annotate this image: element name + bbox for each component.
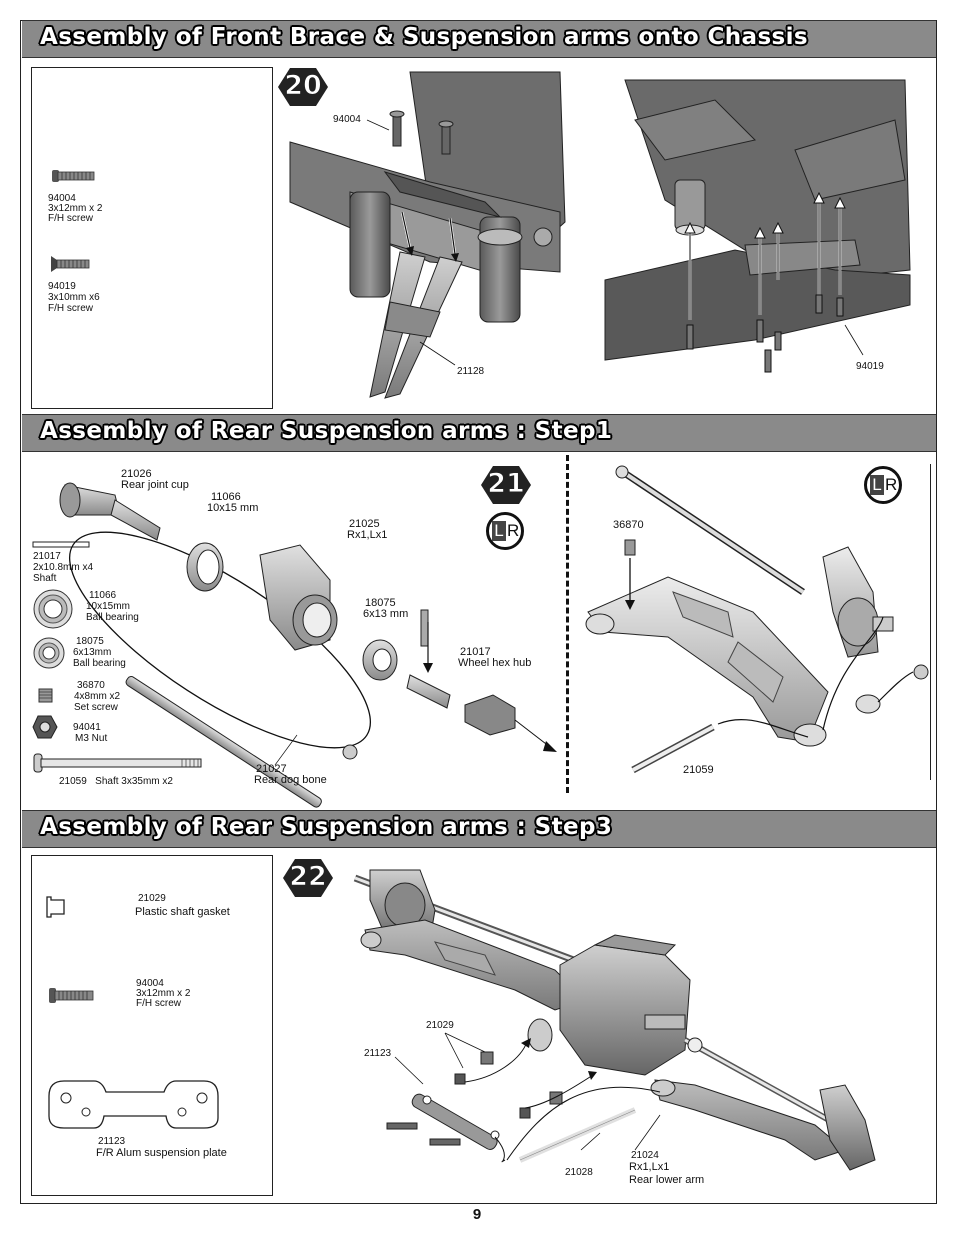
callout-code: 21028 <box>565 1167 593 1178</box>
part-spec: 3x10mm x6 <box>48 292 100 303</box>
section-title: Assembly of Rear Suspension arms : Step3 <box>40 814 613 840</box>
left-right-badge: L R <box>486 512 524 550</box>
suspension-plate-icon <box>48 1080 219 1129</box>
callout-desc: Rear lower arm <box>629 1174 705 1186</box>
callout-code: 21029 <box>426 1020 454 1031</box>
shaft-icon <box>32 541 90 548</box>
callout-desc: Rear joint cup <box>121 479 189 491</box>
ball-bearing-icon <box>33 589 73 629</box>
part-spec: 6x13mm <box>73 647 112 658</box>
part-code: 21017 <box>33 551 61 562</box>
step-number: 20 <box>284 70 323 102</box>
part-code: 94019 <box>48 281 76 292</box>
step-number: 21 <box>487 468 526 500</box>
part-spec: 10x15mm <box>86 601 130 612</box>
part-desc: F/H screw <box>48 213 93 224</box>
part-spec: 3x12mm x 2 <box>136 988 191 999</box>
callout-code: 36870 <box>613 519 644 531</box>
part-spec: 4x8mm x2 <box>74 691 121 702</box>
callout-code: 18075 <box>365 597 396 609</box>
left-right-badge: L R <box>864 466 902 504</box>
callout-code: 21027 <box>256 763 287 775</box>
flat-head-screw-icon <box>52 170 95 182</box>
part-code: 18075 <box>76 636 104 647</box>
part-desc: Ball bearing <box>73 658 126 669</box>
step-badge <box>283 859 333 897</box>
part-desc: Plastic shaft gasket <box>135 906 230 918</box>
part-desc: Set screw <box>74 702 118 713</box>
rear-suspension-assembly-illustration <box>353 869 876 1171</box>
callout-desc: 6x13 mm <box>363 608 409 620</box>
parts-box-step22: 21029 Plastic shaft gasket 94004 3x12mm … <box>31 855 273 1196</box>
callout-label: 94004 <box>333 114 361 125</box>
part-code: 11066 <box>89 590 117 601</box>
step-badge <box>481 466 531 504</box>
rear-arm-assembly-illustration <box>585 465 929 774</box>
part-code: 94041 <box>73 722 101 733</box>
flat-head-screw-icon <box>49 988 94 1003</box>
part-desc: Shaft <box>33 573 57 584</box>
part-code: 21123 <box>98 1136 126 1147</box>
part-spec: 3x12mm x 2 <box>48 203 103 214</box>
dashed-divider <box>566 455 569 793</box>
step-number: 22 <box>289 861 328 893</box>
callout-code: 21017 <box>460 646 491 658</box>
part-code: 36870 <box>77 680 105 691</box>
part-desc: M3 Nut <box>75 733 108 744</box>
part-desc: F/H screw <box>48 303 93 314</box>
set-screw-icon <box>38 688 53 703</box>
callout-code: 21123 <box>364 1048 392 1059</box>
part-code: 94004 <box>48 193 76 204</box>
callout-label: 94019 <box>856 361 884 372</box>
section-banner-rear-step1: Assembly of Rear Suspension arms : Step1 <box>22 414 936 452</box>
callout-code: 21025 <box>349 518 380 530</box>
ball-bearing-icon <box>33 637 65 669</box>
callout-code: 21026 <box>121 468 152 480</box>
callout-spec: Rx1,Lx1 <box>629 1161 670 1173</box>
parts-box-step20: 94004 3x12mm x 2 F/H screw 94019 3x10mm … <box>31 67 273 409</box>
shaft-icon <box>33 753 202 773</box>
callout-desc: Rx1,Lx1 <box>347 529 388 541</box>
callout-label: 21128 <box>457 366 485 377</box>
part-desc: F/H screw <box>136 998 181 1009</box>
part-code: 21029 <box>138 893 166 904</box>
callout-desc: 10x15 mm <box>207 502 259 514</box>
flat-head-screw-icon <box>51 256 90 272</box>
callout-desc: Wheel hex hub <box>458 657 532 669</box>
step-badge <box>278 68 328 106</box>
part-desc: 21059 Shaft 3x35mm x2 <box>59 776 173 787</box>
part-desc: Ball bearing <box>86 612 139 623</box>
section-title: Assembly of Rear Suspension arms : Step1 <box>40 418 613 444</box>
rear-hub-exploded-illustration <box>59 482 557 808</box>
shaft-gasket-icon <box>46 896 65 918</box>
front-brace-illustration <box>289 71 566 399</box>
right-border-line <box>930 464 931 780</box>
part-code: 94004 <box>136 978 164 989</box>
callout-desc: Rear dog bone <box>254 774 327 786</box>
chassis-underside-illustration <box>604 79 911 373</box>
callout-code: 21059 <box>683 764 714 776</box>
nut-icon <box>32 715 58 739</box>
section-title: Assembly of Front Brace & Suspension arm… <box>40 24 809 50</box>
part-spec: 2x10.8mm x4 <box>33 562 94 573</box>
callout-code: 11066 <box>211 491 241 503</box>
part-desc: F/R Alum suspension plate <box>96 1147 227 1159</box>
section-banner-rear-step3: Assembly of Rear Suspension arms : Step3 <box>22 810 936 848</box>
section-banner-front-brace: Assembly of Front Brace & Suspension arm… <box>22 20 936 58</box>
callout-code: 21024 <box>631 1150 659 1161</box>
page-number: 9 <box>472 1206 482 1223</box>
